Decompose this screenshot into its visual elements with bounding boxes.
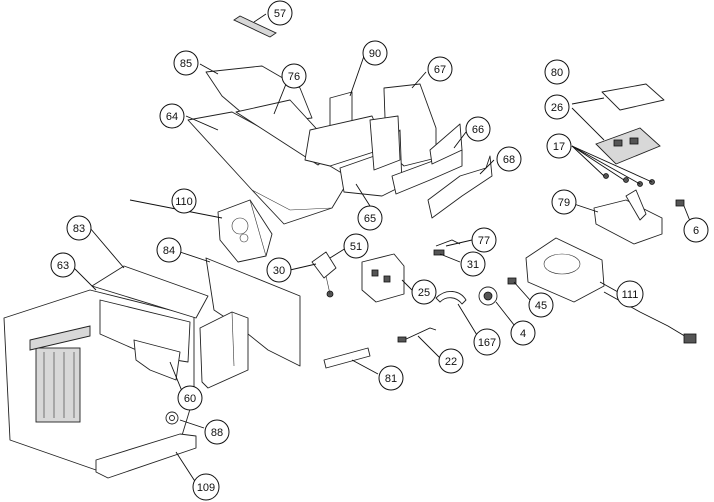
callout-88-label: 88 xyxy=(211,427,223,439)
part-26-circuit-board xyxy=(595,127,661,165)
callout-67: 67 xyxy=(427,56,453,82)
callout-77-label: 77 xyxy=(478,235,490,247)
callout-57: 57 xyxy=(267,0,293,26)
callout-4: 4 xyxy=(510,320,536,346)
part-81-rod xyxy=(323,347,371,369)
callout-60-label: 60 xyxy=(184,393,196,405)
part-109-base-tray xyxy=(95,433,197,479)
callout-167-label: 167 xyxy=(478,337,496,349)
callout-81: 81 xyxy=(378,365,404,391)
callout-110-label: 110 xyxy=(175,196,193,208)
part-111-blower xyxy=(525,237,697,344)
part-65-lower-tray xyxy=(339,115,403,197)
callout-90-label: 90 xyxy=(369,48,381,60)
callout-65-label: 65 xyxy=(364,213,376,225)
callout-109: 109 xyxy=(192,473,220,501)
callout-84-label: 84 xyxy=(163,245,175,257)
callout-31-label: 31 xyxy=(467,259,479,271)
callout-26-label: 26 xyxy=(551,102,563,114)
callout-57-label: 57 xyxy=(274,8,286,20)
part-84-panel xyxy=(205,257,301,367)
callout-84: 84 xyxy=(156,237,182,263)
part-80-plate xyxy=(601,83,665,111)
part-167-hose xyxy=(435,291,467,305)
callout-85-label: 85 xyxy=(180,58,192,70)
callout-68-label: 68 xyxy=(503,154,515,166)
callout-60: 60 xyxy=(177,385,203,411)
part-68-shield xyxy=(427,155,493,219)
part-77-31-wire xyxy=(433,239,461,256)
part-57-bracket xyxy=(233,15,277,38)
callout-77: 77 xyxy=(471,227,497,253)
part-60-box-panel xyxy=(199,311,249,389)
callout-17: 17 xyxy=(546,133,572,159)
callout-66-label: 66 xyxy=(472,124,484,136)
part-6-fitting xyxy=(675,199,685,207)
callout-17-label: 17 xyxy=(553,141,565,153)
callout-76-label: 76 xyxy=(288,71,300,83)
callout-81-label: 81 xyxy=(385,373,397,385)
part-25-control-box xyxy=(361,253,405,303)
part-22-pin xyxy=(397,327,437,343)
callout-26: 26 xyxy=(544,94,570,120)
part-66-bent-plate xyxy=(391,123,463,195)
callout-63-label: 63 xyxy=(57,260,69,272)
part-90-side-plate xyxy=(304,91,387,167)
callout-66: 66 xyxy=(465,116,491,142)
callout-79-label: 79 xyxy=(558,197,570,209)
callout-67-label: 67 xyxy=(434,64,446,76)
part-79-bracket xyxy=(593,189,663,245)
part-63-83-housing xyxy=(3,265,209,471)
callout-110: 110 xyxy=(171,188,197,214)
callout-22: 22 xyxy=(438,348,464,374)
callout-4-label: 4 xyxy=(520,328,526,340)
callout-80: 80 xyxy=(544,59,570,85)
callout-45: 45 xyxy=(528,292,554,318)
callout-30-label: 30 xyxy=(273,265,285,277)
callout-167: 167 xyxy=(473,328,501,356)
callout-31: 31 xyxy=(460,251,486,277)
part-17-screws xyxy=(603,173,655,187)
callout-63: 63 xyxy=(50,252,76,278)
callout-109-label: 109 xyxy=(197,482,215,494)
callout-79: 79 xyxy=(551,189,577,215)
callout-65: 65 xyxy=(357,205,383,231)
callout-88: 88 xyxy=(204,419,230,445)
callout-22-label: 22 xyxy=(445,356,457,368)
callout-25-label: 25 xyxy=(418,287,430,299)
callout-51-label: 51 xyxy=(350,241,362,253)
callout-111: 111 xyxy=(616,280,644,308)
callout-45-label: 45 xyxy=(535,300,547,312)
callout-64: 64 xyxy=(159,103,185,129)
callout-64-label: 64 xyxy=(166,111,178,123)
callout-6-label: 6 xyxy=(693,225,699,237)
part-45-clip xyxy=(507,277,517,285)
part-30-51-switch xyxy=(311,251,337,298)
callout-80-label: 80 xyxy=(551,67,563,79)
callout-90: 90 xyxy=(362,40,388,66)
callout-83: 83 xyxy=(66,215,92,241)
callout-83-label: 83 xyxy=(73,223,85,235)
callout-85: 85 xyxy=(173,50,199,76)
callout-25: 25 xyxy=(411,279,437,305)
callout-30: 30 xyxy=(266,257,292,283)
part-4-fan-wheel xyxy=(478,286,498,306)
callout-6: 6 xyxy=(683,217,709,243)
part-88-washer xyxy=(165,411,179,425)
callout-51: 51 xyxy=(343,233,369,259)
callout-68: 68 xyxy=(496,146,522,172)
callout-111-label: 111 xyxy=(622,289,639,301)
part-110-motor-mount xyxy=(217,199,273,263)
leader-lines xyxy=(73,13,693,487)
callout-76: 76 xyxy=(281,63,307,89)
